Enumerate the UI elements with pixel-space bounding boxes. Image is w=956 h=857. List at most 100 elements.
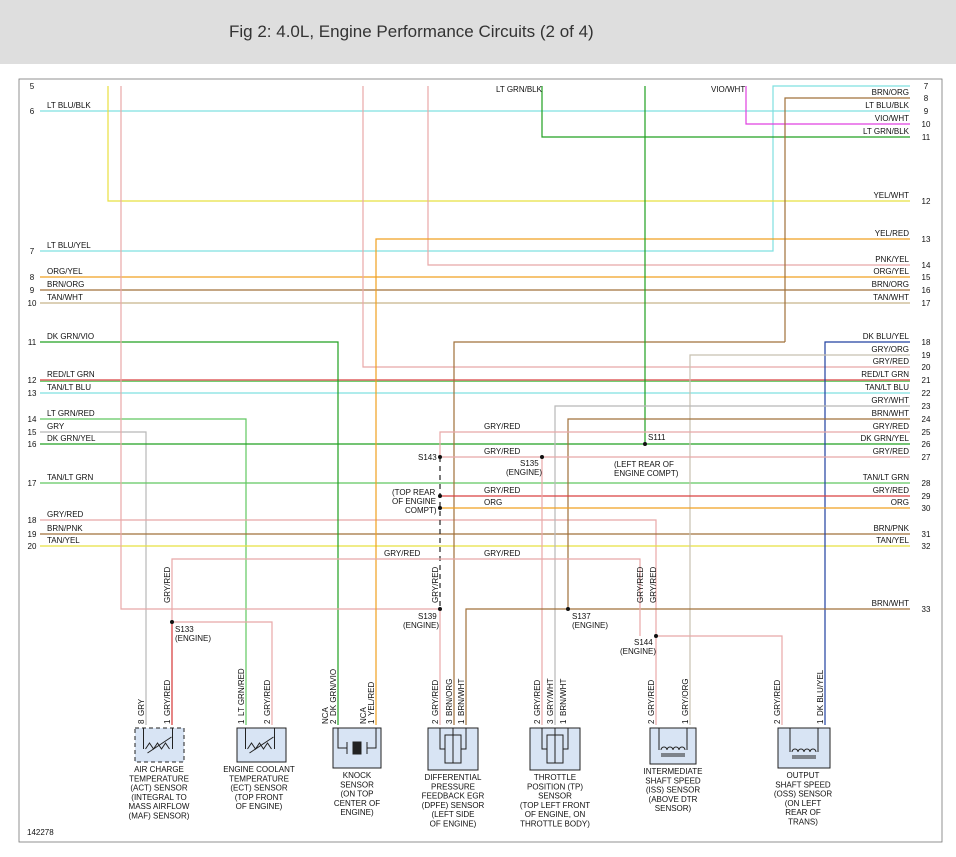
splice-s143-label: S143	[418, 453, 437, 462]
right-wire-number: 33	[922, 605, 931, 614]
pin-number: 1	[681, 719, 690, 724]
right-wire-number: 24	[922, 415, 931, 424]
figure-header: Fig 2: 4.0L, Engine Performance Circuits…	[0, 0, 956, 64]
label-gry-red-mid-b: GRY/RED	[484, 549, 521, 558]
wire-lt-grn-blk	[541, 86, 910, 138]
left-wire-label: BRN/ORG	[47, 280, 84, 289]
wire-gry-org	[689, 354, 910, 725]
pin-number: 2	[431, 719, 440, 724]
left-wire-number: 5	[30, 82, 35, 91]
left-wire-number: 10	[28, 299, 37, 308]
wire-dk-blu-yel	[824, 341, 910, 725]
pin-number: 1	[163, 719, 172, 724]
splice-s111-label: S111	[648, 433, 666, 442]
right-wire-number: 31	[922, 530, 931, 539]
pin-wire-label: BRN/WHT	[457, 679, 466, 716]
sensor-name-line: (ON LEFT	[785, 799, 822, 808]
pin-number: 1	[367, 719, 376, 724]
vlabel-gry-red-d: GRY/RED	[649, 566, 658, 603]
pin-wire-label: GRY/RED	[647, 679, 656, 716]
right-wire-label: BRN/ORG	[872, 88, 909, 97]
pin-number: 1	[457, 719, 466, 724]
sensor-name-line: TEMPERATURE	[129, 774, 189, 783]
wire-pnk-yel	[427, 86, 910, 266]
sensor-name-line: CENTER OF	[334, 799, 380, 808]
splice-s111-note-1: (LEFT REAR OF	[614, 460, 674, 469]
left-wire-number: 20	[28, 542, 37, 551]
sensor-name-line: OF ENGINE)	[430, 820, 477, 829]
right-wire-label: ORG	[891, 498, 909, 507]
sensor-name-line: KNOCK	[343, 771, 372, 780]
pin-wire-label: BRN/WHT	[559, 679, 568, 716]
splice-s137-label: S137	[572, 612, 591, 621]
left-wire-label: LT BLU/YEL	[47, 241, 91, 250]
vlabel-gry-red-b: GRY/RED	[431, 566, 440, 603]
splice-s139-note: (ENGINE)	[403, 621, 439, 630]
left-wire-label: LT GRN/RED	[47, 409, 95, 418]
left-wire-label: TAN/YEL	[47, 536, 80, 545]
left-wire-number: 11	[28, 338, 37, 347]
pin-wire-label: DK BLU/YEL	[816, 669, 825, 716]
label-gry-red-mid-a: GRY/RED	[384, 549, 421, 558]
pin-number: 2	[263, 719, 272, 724]
wire-lt-grn-red	[40, 418, 247, 725]
pin-number: 2	[533, 719, 542, 724]
sensor-name-line: (ECT) SENSOR	[230, 784, 288, 793]
right-wire-label: YEL/RED	[875, 229, 909, 238]
sensor-name-line: (TOP LEFT FRONT	[520, 801, 590, 810]
sensor-name-line: TRANS)	[788, 818, 818, 827]
splice-s143-note-3: COMPT)	[405, 506, 437, 515]
right-wire-number: 17	[922, 299, 931, 308]
pin-wire-label: GRY/RED	[163, 679, 172, 716]
figure-title: Fig 2: 4.0L, Engine Performance Circuits…	[229, 22, 594, 41]
sensor-component: 2GRY/RED3GRY/WHT1BRN/WHTTHROTTLEPOSITION…	[520, 678, 590, 828]
right-wire-number: 20	[922, 363, 931, 372]
left-wire-label: DK GRN/YEL	[47, 434, 96, 443]
right-wire-number: 32	[922, 542, 931, 551]
right-wire-label: BRN/WHT	[872, 409, 909, 418]
wire-gry-red-oss	[656, 635, 783, 725]
sensor-component: 2GRY/RED3BRN/ORG1BRN/WHTDIFFERENTIALPRES…	[422, 679, 485, 829]
left-wire-number: 8	[30, 273, 35, 282]
sensor-symbol-icon	[789, 728, 819, 759]
sensor-name-line: SENSOR	[538, 792, 572, 801]
pin-number: 2	[647, 719, 656, 724]
sensor-name-line: PRESSURE	[431, 782, 475, 791]
sensor-name-line: (ISS) SENSOR	[646, 786, 700, 795]
wire-vio-wht	[745, 86, 910, 125]
sensor-name-line: TEMPERATURE	[229, 774, 289, 783]
right-wire-label: RED/LT GRN	[861, 370, 909, 379]
splice-s137-note: (ENGINE)	[572, 621, 608, 630]
pin-number: 1	[816, 719, 825, 724]
sensor-symbol-icon	[143, 728, 173, 754]
right-wire-number: 10	[922, 120, 931, 129]
sensor-name-line: THROTTLE	[534, 773, 576, 782]
right-wire-number: 7	[924, 82, 929, 91]
left-wire-label: RED/LT GRN	[47, 370, 95, 379]
pin-wire-label: YEL/RED	[367, 682, 376, 716]
right-wire-label: YEL/WHT	[873, 191, 909, 200]
splice-s144-label: S144	[634, 638, 653, 647]
right-wire-label: BRN/PNK	[873, 524, 909, 533]
splice-s133-label: S133	[175, 625, 194, 634]
pin-wire-label: DK GRN/VIO	[329, 669, 338, 716]
wire-brn-wht-24	[567, 418, 910, 609]
sensor-name-line: FEEDBACK EGR	[422, 792, 485, 801]
sensor-name-line: (ACT) SENSOR	[130, 784, 188, 793]
label-gry-red-27: GRY/RED	[484, 447, 521, 456]
left-wire-number: 13	[28, 389, 37, 398]
right-wire-label: GRY/RED	[873, 422, 910, 431]
sensor-name-line: SENSOR	[340, 780, 374, 789]
right-wire-number: 21	[922, 376, 931, 385]
sensor-name-line: OF ENGINE, ON	[525, 810, 586, 819]
right-wire-number: 28	[922, 479, 931, 488]
label-gry-red-25: GRY/RED	[484, 422, 521, 431]
sensor-name-line: (DPFE) SENSOR	[422, 801, 485, 810]
diagram-frame	[18, 78, 943, 843]
pin-wire-label: LT GRN/RED	[237, 668, 246, 716]
pin-wire-label: GRY/RED	[773, 679, 782, 716]
wire-gry-red-ect	[172, 621, 273, 725]
